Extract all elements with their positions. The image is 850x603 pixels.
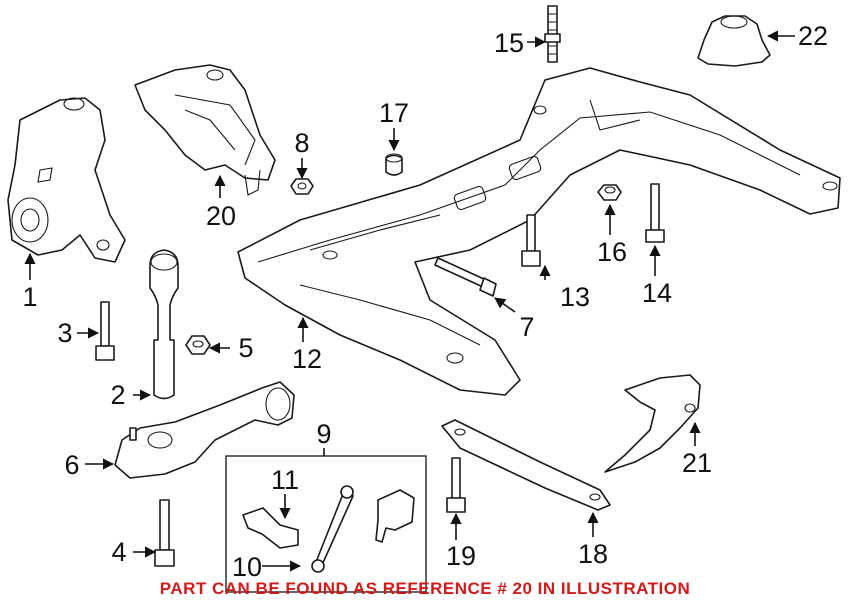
- callout-21: 21: [682, 448, 712, 478]
- callout-8: 8: [294, 128, 309, 158]
- bracket-11: [242, 507, 299, 549]
- callout-20: 20: [206, 201, 236, 231]
- callout-9: 9: [316, 419, 331, 449]
- callout-19: 19: [446, 541, 476, 571]
- nut-16: [597, 184, 622, 201]
- callout-16: 16: [597, 237, 627, 267]
- level-sensor-9: [375, 489, 415, 543]
- heat-shield-20: [134, 64, 276, 196]
- stud-15: [544, 5, 561, 63]
- callout-12: 12: [292, 344, 322, 374]
- callout-18: 18: [578, 539, 608, 569]
- bolt-14: [645, 183, 665, 243]
- splash-shield-21: [604, 374, 701, 473]
- callout-2: 2: [110, 380, 125, 410]
- steering-knuckle-1: [7, 97, 126, 263]
- subframe-12: [237, 67, 841, 396]
- bolt-3: [95, 301, 115, 361]
- callout-15: 15: [494, 28, 524, 58]
- leader-lines: [24, 30, 795, 572]
- callout-5: 5: [238, 333, 253, 363]
- tension-strut-2: [149, 249, 179, 400]
- brace-plate-18: [441, 419, 611, 511]
- callout-22: 22: [798, 21, 828, 51]
- bolt-4: [154, 499, 175, 567]
- callout-14: 14: [642, 278, 672, 308]
- nut-5: [185, 335, 211, 355]
- control-arm-6: [114, 381, 295, 479]
- bushing-17: [385, 153, 403, 176]
- callout-4: 4: [111, 537, 126, 567]
- sensor-link-10: [311, 485, 354, 573]
- callout-17: 17: [379, 98, 409, 128]
- bolt-13: [521, 214, 541, 267]
- callout-3: 3: [57, 318, 72, 348]
- bolt-19: [446, 457, 466, 513]
- inset-box-9: [225, 455, 427, 593]
- nut-8: [290, 178, 314, 195]
- callout-7: 7: [519, 312, 534, 342]
- reference-note: PART CAN BE FOUND AS REFERENCE # 20 IN I…: [160, 579, 691, 598]
- callout-6: 6: [64, 450, 79, 480]
- callout-1: 1: [22, 282, 37, 312]
- callout-10: 10: [232, 552, 262, 582]
- callout-11: 11: [271, 465, 299, 495]
- callout-13: 13: [560, 282, 590, 312]
- engine-mount-22: [697, 15, 771, 67]
- bolt-7: [434, 257, 497, 297]
- callout-labels: 1 2 3 4 5 6 7 8 9 10 11 12 13 14 15 16 1…: [22, 21, 828, 582]
